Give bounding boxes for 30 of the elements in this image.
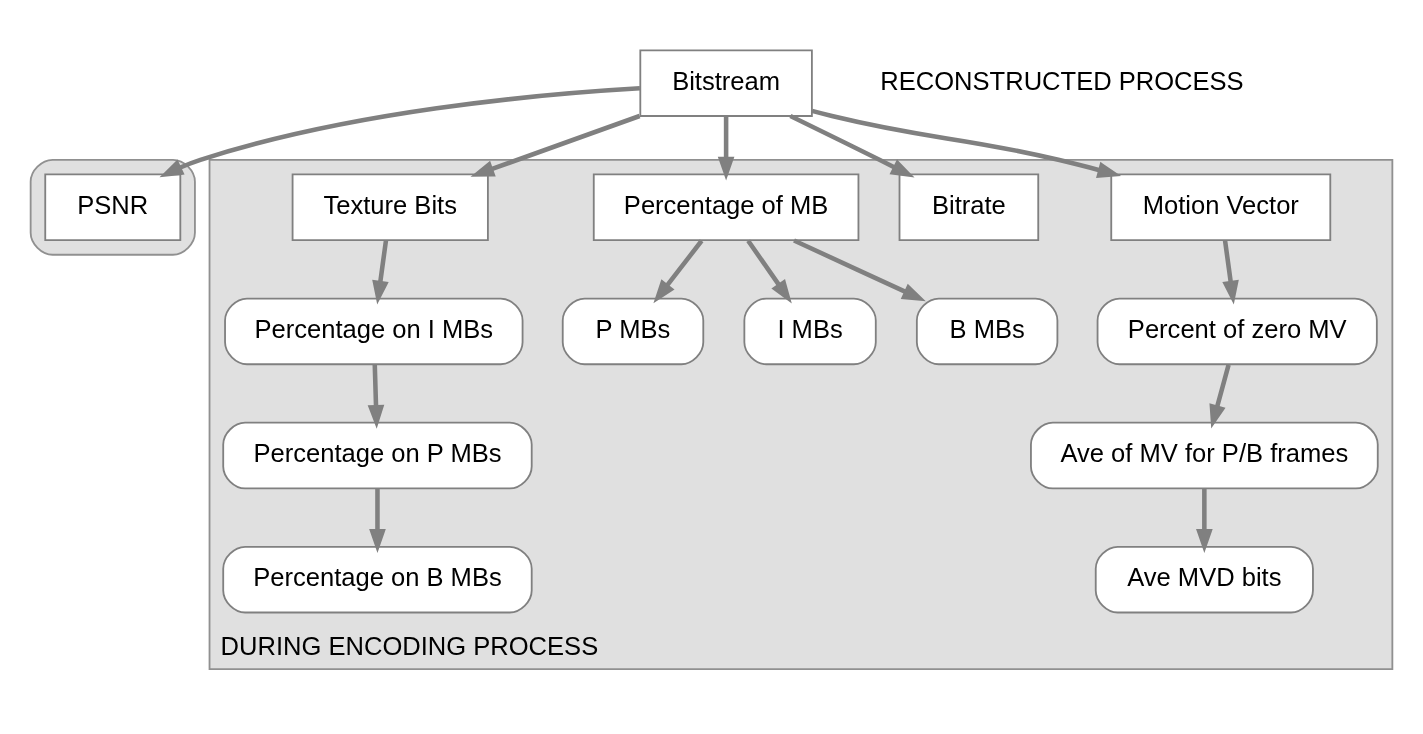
- node-box: Texture Bits: [291, 173, 489, 242]
- arrow: [1196, 489, 1213, 553]
- node-box: Percent of zero MV: [1096, 297, 1378, 366]
- node-box: Percentage of MB: [592, 173, 860, 242]
- arrow: [367, 364, 385, 429]
- label: RECONSTRUCTED PROCESS: [880, 66, 1244, 95]
- arrow: [470, 113, 641, 177]
- node-box: B MBs: [915, 297, 1059, 366]
- arrow: [793, 238, 926, 302]
- arrow: [717, 116, 735, 181]
- arrow: [369, 489, 386, 553]
- arrow: [653, 239, 704, 304]
- node-box: PSNR: [44, 173, 182, 242]
- arrow: [1209, 364, 1231, 429]
- node-box: Bitstream: [639, 49, 813, 117]
- node-box: Motion Vector: [1110, 173, 1332, 242]
- node-box: Ave of MV for P/B frames: [1030, 421, 1379, 490]
- arrow: [746, 239, 792, 304]
- arrow: [1222, 240, 1239, 305]
- node-box: Percentage on B MBs: [222, 545, 533, 614]
- node-box: Percentage on I MBs: [224, 297, 524, 366]
- node-box: P MBs: [561, 297, 705, 366]
- node-box: I MBs: [743, 297, 877, 366]
- arrow: [811, 108, 1122, 178]
- arrow: [372, 240, 389, 305]
- node-box: Percentage on P MBs: [222, 421, 533, 490]
- node-box: Ave MVD bits: [1094, 545, 1314, 614]
- node-box: Bitrate: [898, 173, 1040, 242]
- arrow: [789, 114, 915, 178]
- arrow: [159, 86, 641, 178]
